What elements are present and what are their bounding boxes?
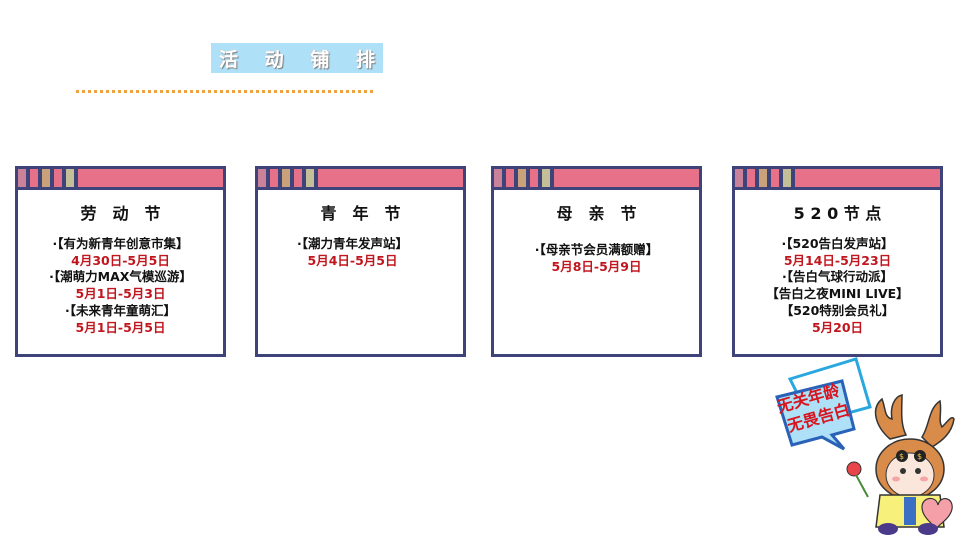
card-title: 母 亲 节 — [556, 204, 637, 223]
event-name: ·【520告白发声站】 — [781, 236, 894, 251]
event-name: ·【母亲节会员满额赠】 — [534, 242, 659, 257]
event-name: ·【潮力青年发声站】 — [297, 236, 408, 251]
card-header-stripes — [18, 169, 223, 190]
event-date: 5月1日-5月5日 — [75, 319, 166, 335]
deer-mascot-illustration: 无关年龄 无畏告白 $ $ — [772, 357, 957, 537]
event-card-youth-day: 青 年 节 ·【潮力青年发声站】 5月4日-5月5日 — [255, 166, 466, 357]
event-date: 5月14日-5月23日 — [783, 252, 892, 268]
event-name: 【520特别会员礼】 — [780, 302, 895, 318]
title-char: 动 — [264, 48, 284, 71]
event-name: ·【潮萌力MAX气模巡游】 — [49, 269, 192, 285]
event-name: ·【未来青年童萌汇】 — [65, 302, 176, 318]
card-title: 劳 动 节 — [80, 204, 161, 223]
title-char: 铺 — [310, 48, 330, 71]
card-body: ·【有为新青年创意市集】 4月30日-5月5日 ·【潮萌力MAX气模巡游】 5月… — [18, 236, 223, 336]
card-header-stripes — [494, 169, 699, 190]
title-divider — [76, 90, 373, 93]
card-title: 5 2 0 节 点 — [793, 204, 882, 223]
title-char: 活 — [219, 48, 239, 71]
svg-text:$: $ — [917, 452, 922, 461]
card-header-stripes — [258, 169, 463, 190]
event-date: 5月20日 — [811, 319, 864, 335]
event-date: 4月30日-5月5日 — [71, 252, 170, 268]
card-title: 青 年 节 — [320, 204, 401, 223]
event-card-mothers-day: 母 亲 节 ·【母亲节会员满额赠】 5月8日-5月9日 — [491, 166, 702, 357]
event-date: 5月8日-5月9日 — [551, 258, 642, 274]
event-card-520: 5 2 0 节 点 ·【520告白发声站】 5月14日-5月23日 ·【告白气球… — [732, 166, 943, 357]
event-date: 5月1日-5月3日 — [75, 286, 166, 302]
card-header-stripes — [735, 169, 940, 190]
event-name: ·【有为新青年创意市集】 — [52, 236, 189, 251]
svg-text:$: $ — [899, 452, 904, 461]
title-char: 排 — [355, 48, 375, 71]
event-name: 【告白之夜MINI LIVE】 — [766, 286, 909, 302]
event-date: 5月4日-5月5日 — [307, 252, 398, 268]
event-card-labor-day: 劳 动 节 ·【有为新青年创意市集】 4月30日-5月5日 ·【潮萌力MAX气模… — [15, 166, 226, 357]
card-body: ·【520告白发声站】 5月14日-5月23日 ·【告白气球行动派】 【告白之夜… — [735, 236, 940, 336]
page-title: 活 动 铺 排 — [211, 43, 383, 73]
event-name: ·【告白气球行动派】 — [782, 269, 893, 285]
card-body: ·【潮力青年发声站】 5月4日-5月5日 — [258, 236, 447, 269]
card-body: ·【母亲节会员满额赠】 5月8日-5月9日 — [494, 242, 699, 275]
